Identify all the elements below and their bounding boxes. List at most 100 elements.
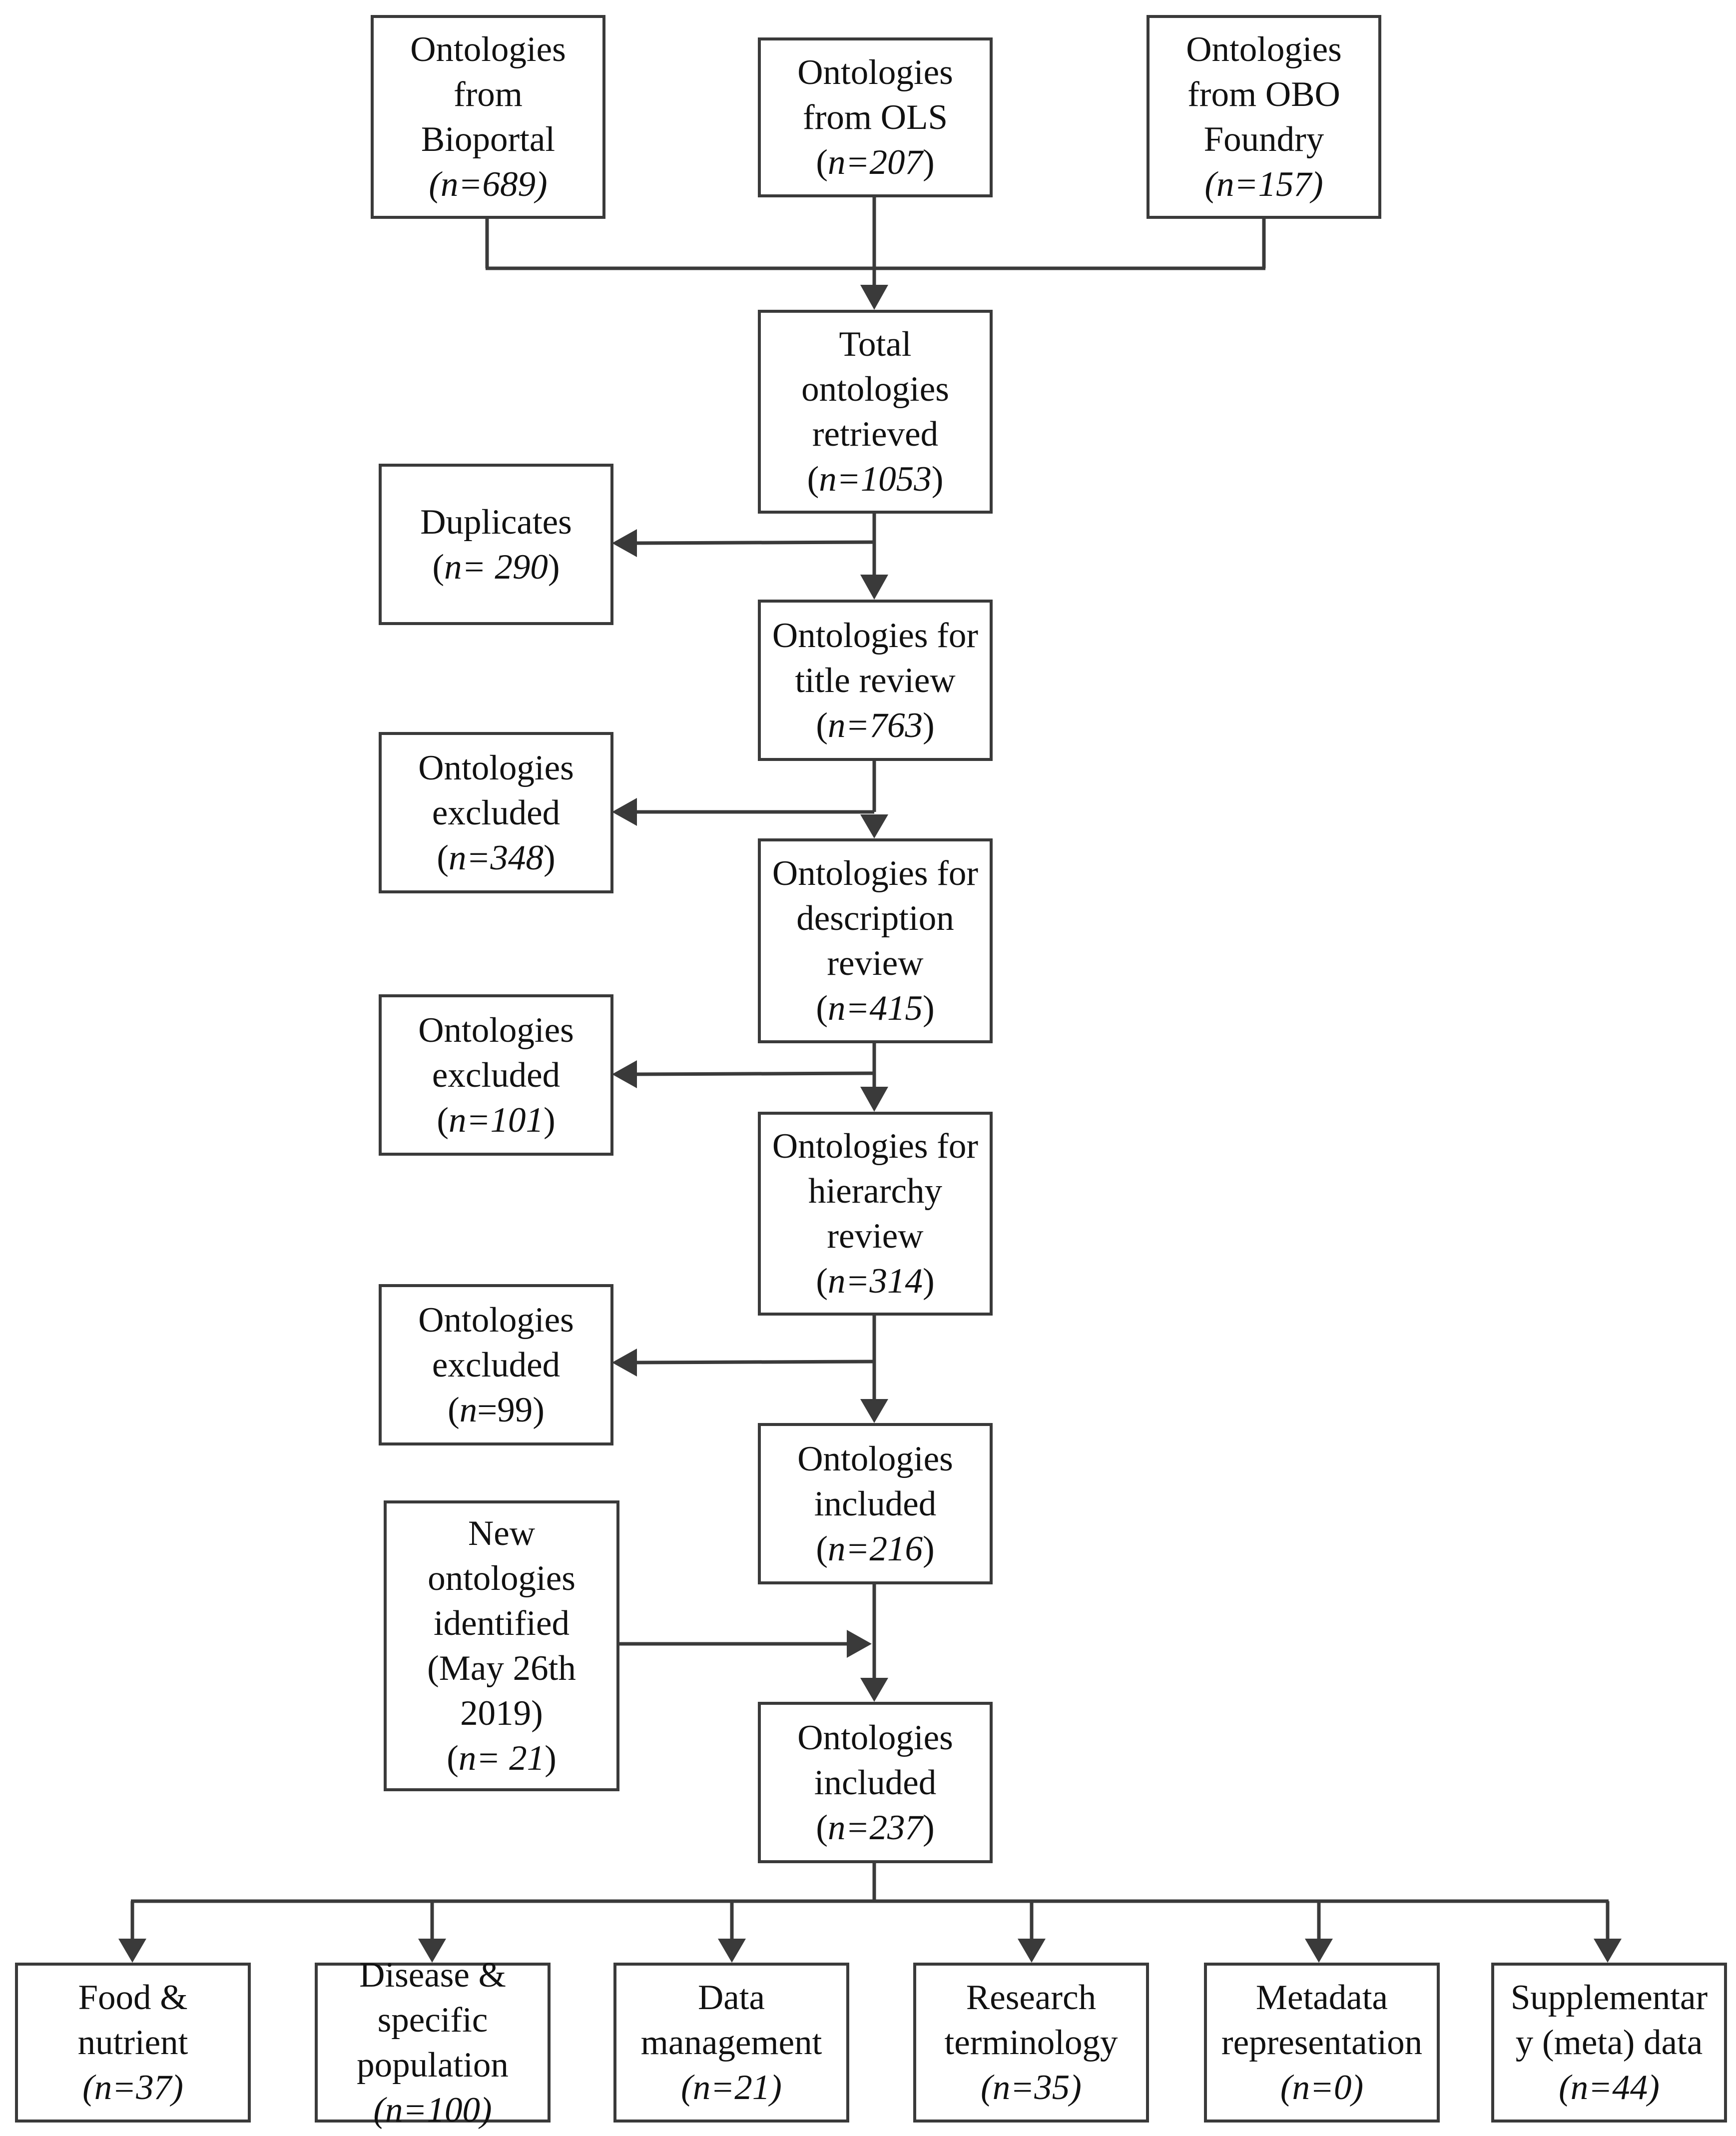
included-216-box: Ontologies included (n=216) — [758, 1423, 993, 1584]
box-line: description — [796, 899, 954, 938]
category-metadata-representation-box: Metadata representation (n=0) — [1204, 1963, 1440, 2123]
box-line: Food & — [78, 1978, 188, 2017]
arrowhead-to-description-review — [860, 814, 888, 838]
source-obo-box: Ontologies from OBO Foundry (n=157) — [1147, 15, 1381, 219]
box-count: (n=237) — [816, 1808, 935, 1847]
box-line: Ontologies — [797, 53, 953, 92]
box-count: (n=35) — [981, 2068, 1082, 2107]
box-count: (n=37) — [82, 2068, 183, 2107]
included-237-box: Ontologies included (n=237) — [758, 1702, 993, 1863]
box-count: (n=99) — [448, 1390, 545, 1429]
excluded-title-box: Ontologies excluded (n=348) — [379, 732, 613, 893]
arrowhead-new-ontologies — [847, 1630, 872, 1658]
excluded-hierarchy-box: Ontologies excluded (n=99) — [379, 1284, 613, 1445]
arrowhead-to-included-1 — [860, 1399, 888, 1423]
box-line: Ontologies for — [772, 616, 979, 655]
box-line: excluded — [432, 1345, 561, 1385]
box-line: Supplementar — [1510, 1978, 1708, 2017]
excluded-description-box: Ontologies excluded (n=101) — [379, 994, 613, 1156]
box-line: terminology — [944, 2023, 1118, 2062]
box-line: Ontologies — [797, 1718, 953, 1757]
box-line: y (meta) data — [1515, 2023, 1703, 2062]
box-line: Ontologies for — [772, 854, 979, 893]
category-food-nutrient-box: Food & nutrient (n=37) — [15, 1963, 251, 2123]
category-disease-population-box: Disease & specific population (n=100) — [315, 1956, 551, 2130]
box-count: (n=101) — [437, 1100, 556, 1140]
box-line: from OLS — [803, 98, 948, 137]
box-count: (n=100) — [373, 2091, 492, 2130]
box-count: (n=44) — [1559, 2068, 1660, 2107]
box-line: review — [827, 1217, 924, 1256]
box-line: Bioportal — [421, 120, 556, 159]
box-line: New — [468, 1514, 536, 1553]
arrowhead-to-excluded-3 — [612, 1349, 637, 1377]
box-line: Duplicates — [420, 502, 572, 542]
box-line: identified — [433, 1604, 570, 1643]
box-line: management — [640, 2023, 822, 2062]
hierarchy-review-box: Ontologies for hierarchy review (n=314) — [758, 1112, 993, 1316]
box-count: (n=314) — [816, 1262, 935, 1301]
box-line: Ontologies — [418, 1300, 574, 1340]
arrowhead-cat-4 — [1018, 1939, 1046, 1963]
box-count: (n=0) — [1280, 2068, 1364, 2107]
box-line: title review — [795, 661, 956, 700]
box-line: population — [357, 2046, 509, 2085]
arrowhead-to-total — [860, 285, 888, 310]
total-retrieved-box: Total ontologies retrieved (n=1053) — [758, 310, 993, 514]
connector-to-duplicates — [633, 540, 875, 545]
category-data-management-box: Data management (n=21) — [613, 1963, 849, 2123]
box-count: (n=763) — [816, 706, 935, 745]
box-line: Ontologies — [797, 1439, 953, 1478]
arrowhead-to-title-review — [860, 575, 888, 600]
box-line: Ontologies — [410, 30, 566, 69]
box-count: (n=348) — [437, 838, 556, 877]
arrowhead-to-duplicates — [612, 529, 637, 557]
box-line: hierarchy — [808, 1172, 943, 1211]
arrowhead-to-hierarchy-review — [860, 1087, 888, 1112]
box-line: review — [827, 944, 924, 983]
box-line: 2019) — [460, 1694, 543, 1733]
arrowhead-to-excluded-1 — [612, 798, 637, 826]
arrowhead-cat-5 — [1305, 1939, 1333, 1963]
arrowhead-cat-1 — [118, 1939, 146, 1963]
box-line: retrieved — [812, 415, 939, 454]
box-count: (n=207) — [816, 143, 935, 182]
connector-to-excluded-3 — [633, 1360, 875, 1365]
box-line: ontologies — [428, 1559, 576, 1598]
box-line: Foundry — [1203, 120, 1324, 159]
box-line: from — [453, 75, 523, 114]
box-line: Ontologies — [1186, 30, 1342, 69]
category-research-terminology-box: Research terminology (n=35) — [913, 1963, 1149, 2123]
box-count: (n= 290) — [432, 547, 560, 587]
box-count: (n=216) — [816, 1529, 935, 1568]
box-line: Ontologies — [418, 1010, 574, 1050]
box-line: Ontologies for — [772, 1127, 979, 1166]
box-line: (May 26th — [427, 1649, 576, 1688]
arrowhead-to-excluded-2 — [612, 1060, 637, 1088]
source-bioportal-box: Ontologies from Bioportal (n=689) — [371, 15, 605, 219]
box-line: included — [814, 1763, 937, 1802]
box-count: (n=689) — [429, 165, 548, 204]
box-line: representation — [1221, 2023, 1423, 2062]
box-line: specific — [377, 2001, 488, 2040]
category-supplementary-data-box: Supplementar y (meta) data (n=44) — [1491, 1963, 1727, 2123]
box-line: Total — [839, 325, 912, 364]
arrowhead-cat-6 — [1594, 1939, 1622, 1963]
box-line: ontologies — [801, 370, 949, 409]
box-line: excluded — [432, 1055, 561, 1095]
box-line: Ontologies — [418, 748, 574, 787]
connector-to-excluded-2 — [633, 1071, 875, 1076]
box-count: (n= 21) — [447, 1739, 557, 1778]
box-line: from OBO — [1187, 75, 1340, 114]
arrowhead-cat-3 — [718, 1939, 746, 1963]
box-line: included — [814, 1484, 937, 1523]
box-line: Research — [966, 1978, 1097, 2017]
source-ols-box: Ontologies from OLS (n=207) — [758, 37, 993, 197]
box-count: (n=157) — [1204, 165, 1323, 204]
box-line: Disease & — [359, 1956, 506, 1995]
arrowhead-to-included-2 — [860, 1678, 888, 1702]
title-review-box: Ontologies for title review (n=763) — [758, 600, 993, 761]
box-count: (n=21) — [681, 2068, 782, 2107]
box-line: Data — [697, 1978, 765, 2017]
